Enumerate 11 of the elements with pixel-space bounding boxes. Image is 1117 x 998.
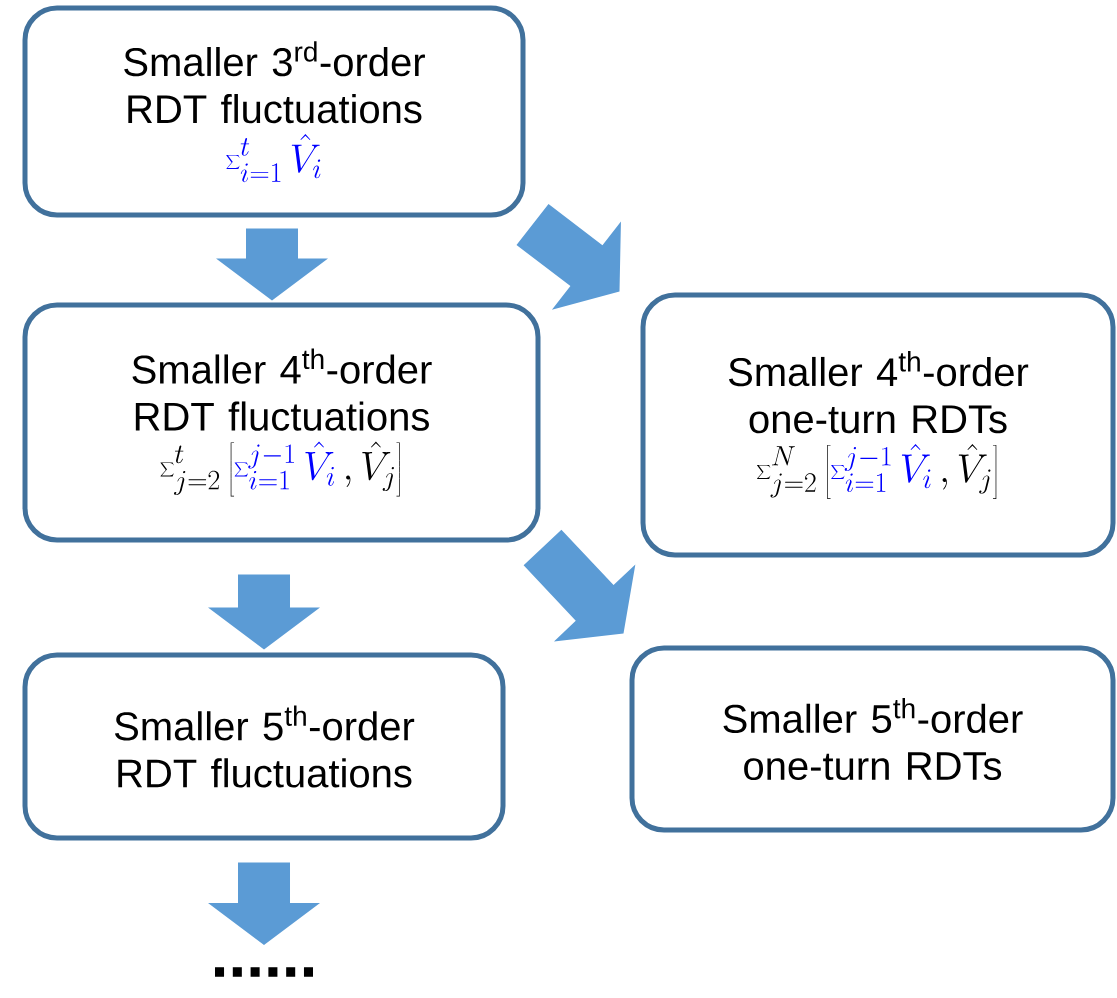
block-arrow [208, 862, 320, 945]
process-box: Smaller 3$^{rd}$-order RDT fluctuations ${\color{blue}\sum\nolimits_{i=1}^{t}\hat{V}_i}$ [22, 5, 526, 218]
ellipsis-text: ...... [215, 967, 313, 977]
block-arrow [523, 529, 636, 642]
process-box: Smaller 5$^{th}$-order one-turn RDTs [629, 645, 1116, 833]
block-arrow [216, 228, 328, 301]
process-box: Smaller 5$^{th}$-order RDT fluctuations [22, 652, 506, 841]
block-arrow [208, 574, 320, 650]
block-arrow [516, 204, 621, 310]
process-box: Smaller 4$^{th}$-order RDT fluctuations $\sum\nolimits_{j=2}^{t}\left[{\color{blue}\sum\nolimits_{i=1}^{j-1}\hat{V}_i}\,,\hat{V}_j\right]$ [22, 302, 541, 543]
process-box: Smaller 4$^{th}$-order one-turn RDTs $\sum\nolimits_{j=2}^{N}\left[{\color{blue}\sum\nolimits_{i=1}^{j-1}\hat{V}_i}\,,\hat{V}_j\right]$ [640, 292, 1116, 558]
